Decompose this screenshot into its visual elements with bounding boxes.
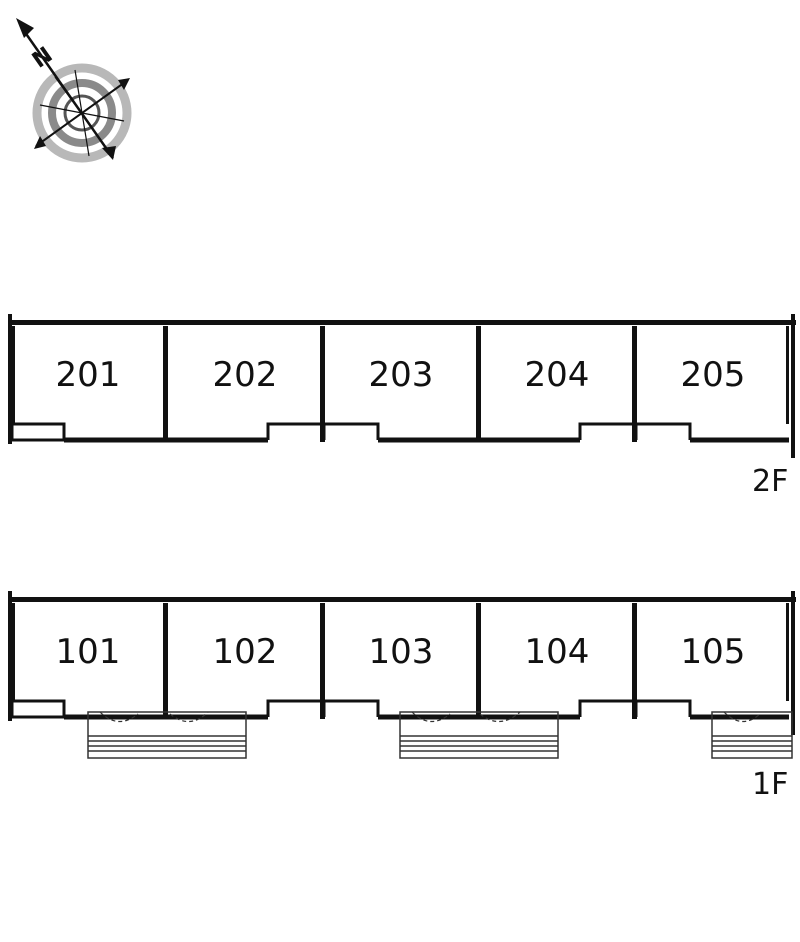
floor-2: 201 202 203 204 205 2F xyxy=(8,314,796,499)
floor-1: 101 102 103 104 105 1F xyxy=(8,591,796,802)
floor-label-1f: 1F xyxy=(752,767,788,802)
unit-label: 202 xyxy=(213,355,278,395)
unit-label: 101 xyxy=(56,632,121,672)
unit-label: 204 xyxy=(525,355,590,395)
unit-label: 205 xyxy=(681,355,746,395)
unit-label: 105 xyxy=(681,632,746,672)
compass-north-label: N xyxy=(28,42,57,73)
unit-label: 104 xyxy=(525,632,590,672)
door-swing-icon xyxy=(99,711,761,723)
entry-steps-icon xyxy=(87,711,793,759)
unit-label: 201 xyxy=(56,355,121,395)
unit-label: 102 xyxy=(213,632,278,672)
floor-label-2f: 2F xyxy=(752,464,788,499)
unit-label: 103 xyxy=(369,632,434,672)
compass-icon: N xyxy=(16,18,132,163)
unit-label: 203 xyxy=(369,355,434,395)
